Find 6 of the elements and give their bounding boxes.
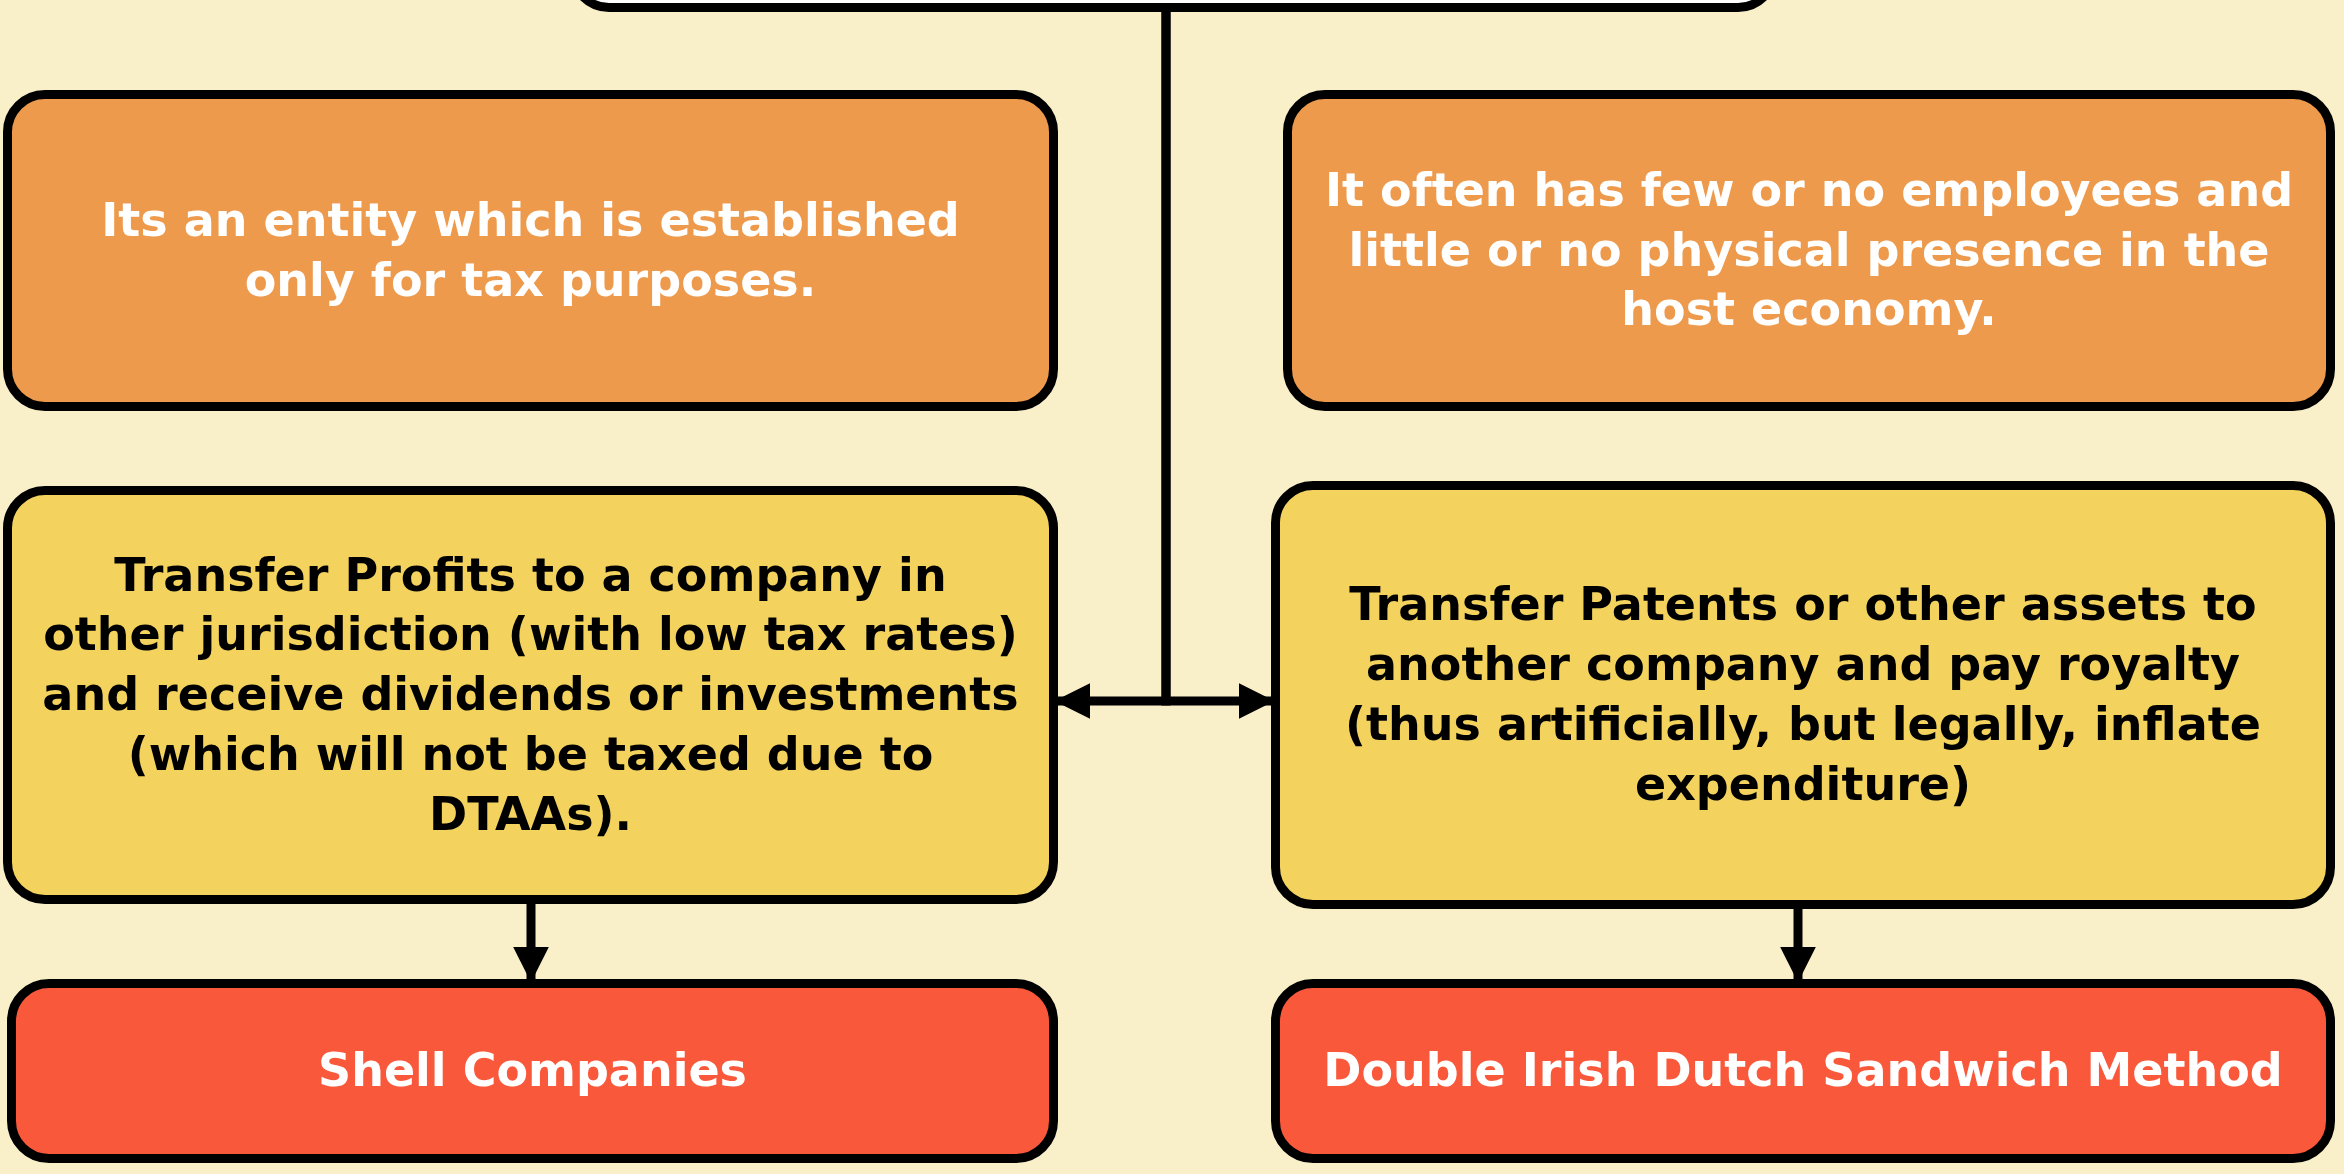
text-box: Transfer Patents or other assets to another company and pay royalty (thus artificially, but legally, inflate expenditure)	[1271, 481, 2335, 909]
text-box: It often has few or no employees and little or no physical presence in the host economy.	[1283, 90, 2335, 411]
text-box: Transfer Profits to a company in other jurisdiction (with low tax rates) and receive dividends or investments (which will not be taxed due to DTAAs).	[3, 486, 1058, 904]
text-box: Its an entity which is established only for tax purposes.	[3, 90, 1058, 411]
text-box: Double Irish Dutch Sandwich Method	[1271, 979, 2335, 1163]
text-box: Shell Companies	[7, 979, 1058, 1163]
